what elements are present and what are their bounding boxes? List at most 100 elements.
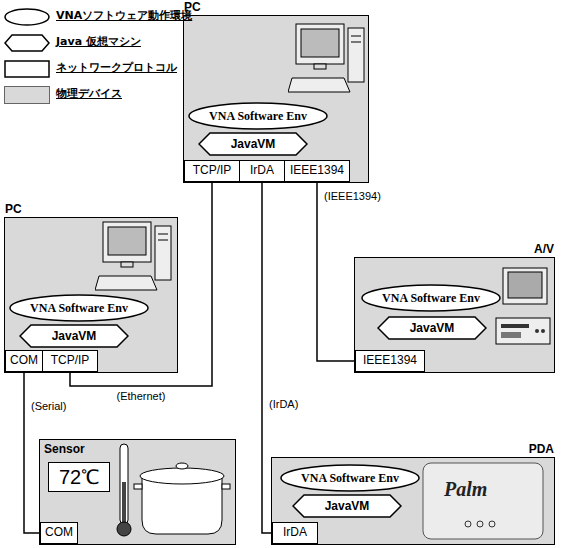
legend-label: Java 仮想マシン — [56, 35, 141, 49]
device-box: PCVNA Software EnvJavaVMTCP/IPIrDAIEEE13… — [184, 16, 368, 182]
legend-shape — [5, 61, 49, 77]
connector — [262, 182, 272, 533]
shape-outline — [189, 103, 327, 129]
computer-illustration-part — [158, 234, 168, 235]
pda-illustration-part — [423, 463, 543, 539]
jvm-label: JavaVM — [325, 499, 370, 513]
jvm-hexagon: JavaVM — [377, 316, 487, 340]
protocol-name: IEEE1394 — [363, 354, 417, 368]
env-label: VNA Software Env — [30, 301, 128, 316]
computer-illustration-part — [108, 227, 146, 255]
thermometer-pot-illustration — [112, 442, 232, 540]
connector — [24, 372, 40, 533]
av-deck-illustration — [495, 266, 551, 350]
thermometer-pot-illustration-part — [222, 484, 230, 489]
protocol-name: TCP/IP — [193, 164, 232, 178]
device-name: PC — [5, 202, 22, 216]
thermometer-pot-illustration-part — [117, 522, 131, 536]
protocol-box: TCP/IP — [42, 350, 98, 372]
jvm-hexagon: JavaVM — [198, 132, 308, 156]
temperature-value: 72℃ — [59, 466, 99, 489]
protocol-box: IEEE1394 — [355, 350, 425, 372]
env-label: VNA Software Env — [209, 109, 307, 124]
device-box: Sensor 72℃ COM — [40, 440, 235, 544]
temperature-display: 72℃ — [48, 462, 110, 492]
jvm-label: JavaVM — [410, 321, 455, 335]
protocol-name: IrDA — [283, 526, 307, 540]
thermometer-pot-illustration-part — [120, 444, 128, 524]
protocol-name: COM — [45, 526, 73, 540]
link-label: (IrDA) — [267, 398, 300, 411]
legend-swatch — [4, 86, 50, 104]
computer-illustration-part — [296, 24, 344, 64]
pda-illustration-part — [489, 521, 495, 527]
thermometer-pot-illustration-part — [122, 482, 126, 524]
software-env-ellipse: VNA Software Env — [188, 102, 328, 130]
computer-illustration-part — [95, 276, 157, 290]
protocol-box: COM — [5, 350, 43, 372]
av-deck-illustration-part — [503, 268, 547, 304]
computer-illustration-part — [158, 240, 168, 241]
jvm-hexagon: JavaVM — [19, 324, 129, 348]
av-deck-illustration-part — [508, 272, 542, 298]
link-label: (Serial) — [29, 400, 68, 413]
protocol-name: IrDA — [250, 164, 274, 178]
connector — [317, 182, 355, 361]
device-box: A/VVNA Software EnvJavaVMIEEE1394 — [355, 258, 554, 372]
legend-label: ネットワークプロトコル — [56, 61, 177, 75]
protocol-box: IrDA — [239, 160, 285, 182]
computer-illustration-part — [301, 29, 339, 57]
jvm-hexagon: JavaVM — [292, 494, 402, 518]
software-env-ellipse: VNA Software Env — [361, 284, 501, 312]
connector-line — [317, 182, 355, 361]
device-box: PDAVNA Software EnvJavaVMIrDA — [272, 458, 554, 544]
link-label: (Ethernet) — [115, 390, 168, 403]
device-name: PDA — [529, 442, 554, 456]
shape-outline — [293, 495, 401, 517]
env-label: VNA Software Env — [301, 471, 399, 486]
thermometer-pot-illustration-part — [134, 484, 142, 489]
connector-line — [24, 372, 40, 533]
computer-illustration-part — [121, 262, 133, 267]
protocol-name: TCP/IP — [51, 354, 90, 368]
thermometer-pot-illustration-part — [142, 478, 222, 534]
shape-outline — [362, 285, 500, 311]
computer-illustration — [288, 20, 366, 96]
computer-illustration-part — [348, 28, 364, 82]
computer-illustration — [95, 218, 173, 294]
protocol-box: IEEE1394 — [284, 160, 350, 182]
av-deck-illustration-part — [535, 329, 539, 333]
computer-illustration-part — [288, 78, 350, 92]
link-label: (IEEE1394) — [322, 190, 383, 203]
thermometer-pot-illustration-part — [176, 463, 188, 469]
protocol-box: IrDA — [272, 522, 318, 544]
protocol-name: IEEE1394 — [290, 164, 344, 178]
av-deck-illustration-part — [541, 329, 545, 333]
device-name: Sensor — [44, 442, 85, 456]
env-label: VNA Software Env — [382, 291, 480, 306]
jvm-label: JavaVM — [231, 137, 276, 151]
pda-illustration-part — [465, 521, 471, 527]
connector-line — [262, 182, 272, 533]
shape-outline — [20, 325, 128, 347]
av-deck-illustration-part — [501, 324, 529, 328]
pda-illustration-part — [477, 521, 483, 527]
pda-illustration — [422, 462, 544, 540]
legend-label: 物理デバイス — [56, 87, 122, 101]
thermometer-pot-illustration-part — [140, 468, 224, 484]
shape-outline — [199, 133, 307, 155]
shape-outline — [10, 295, 148, 321]
legend-sample — [4, 34, 50, 52]
brand-name: Palm — [444, 478, 487, 501]
shape-outline — [378, 317, 486, 339]
computer-illustration-part — [314, 64, 326, 69]
computer-illustration-part — [155, 226, 171, 280]
shape-outline — [281, 465, 419, 491]
protocol-box: COM — [40, 522, 78, 544]
jvm-label: JavaVM — [52, 329, 97, 343]
av-deck-illustration-part — [496, 318, 550, 344]
legend-shape — [5, 35, 49, 51]
device-name: A/V — [534, 242, 554, 256]
device-box: PCVNA Software EnvJavaVMCOMTCP/IP — [5, 218, 177, 372]
